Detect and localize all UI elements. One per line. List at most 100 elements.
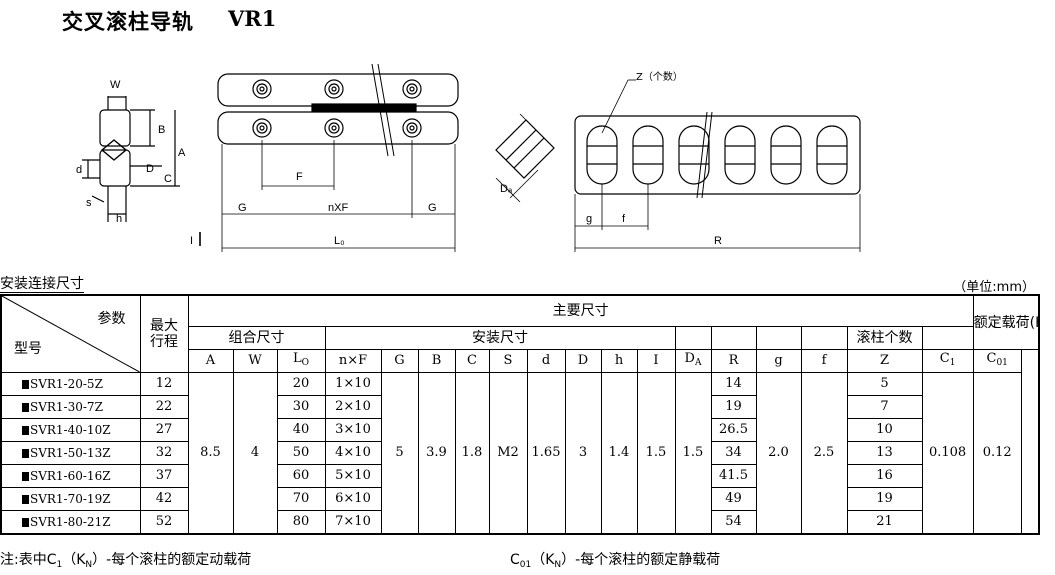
dim-z-label: Z（个数） (636, 70, 683, 83)
technical-drawing: W B A C D d s h F G nXF G L₀ I Dₐ Z（个数） … (76, 63, 861, 252)
row-z: 21 (846, 510, 923, 535)
page-title: 交叉滚柱导轨 (62, 9, 194, 34)
cage-rollers (586, 125, 848, 185)
model-code: VR1 (228, 6, 277, 31)
dim-g-left-label: G (238, 202, 247, 214)
section-roller-cross (100, 139, 128, 161)
blank-header-g (755, 326, 802, 350)
row-z: 16 (846, 464, 923, 488)
table-row: SVR1-50-13Z 32 50 4×10 34 13 (0, 441, 1039, 465)
row-z: 13 (846, 441, 923, 465)
shared-f-cage: 2.5 (800, 372, 848, 535)
section-lower-block (99, 149, 131, 187)
row-model: SVR1-40-10Z (0, 418, 141, 442)
note-dynamic-load: 注:表中C1（KN）-每个滚柱的额定动载荷 (0, 552, 252, 570)
row-nf: 4×10 (324, 441, 382, 465)
col-nf: n×F (324, 349, 382, 373)
note-static-load: C01（KN）-每个滚柱的额定静载荷 (510, 552, 721, 570)
dim-c-label: C (164, 173, 172, 185)
dim-f-label: F (296, 171, 303, 183)
col-c1: C1 (921, 349, 974, 373)
row-l0: 20 (276, 372, 326, 396)
row-stroke: 42 (139, 487, 189, 511)
col-s: S (488, 349, 528, 373)
section-upper-block (99, 109, 131, 147)
shared-c: 1.8 (454, 372, 490, 535)
shared-h: 1.4 (600, 372, 638, 535)
row-z: 19 (846, 487, 923, 511)
row-l0: 50 (276, 441, 326, 465)
dim-da-label: Dₐ (500, 183, 513, 195)
shared-b: 3.9 (417, 372, 456, 535)
main-dims-header: 主要尺寸 (187, 294, 974, 327)
roller-cage-plate (574, 115, 861, 195)
corner-param-label: 参数 (97, 311, 126, 327)
col-l0: LO (276, 349, 326, 373)
col-z: Z (846, 349, 923, 373)
front-rail-top (217, 73, 459, 107)
table-row: SVR1-80-21Z 52 80 7×10 54 21 (0, 510, 1039, 535)
col-g: G (380, 349, 419, 373)
col-da: DA (674, 349, 712, 373)
table-row: SVR1-40-10Z 27 40 3×10 26.5 10 (0, 418, 1039, 442)
row-l0: 70 (276, 487, 326, 511)
col-d: D (564, 349, 602, 373)
row-z: 7 (846, 395, 923, 419)
blank-header-f (800, 326, 848, 350)
roller-count-header: 滚柱个数 (846, 326, 923, 350)
row-stroke: 12 (139, 372, 189, 396)
row-r: 19 (710, 395, 757, 419)
row-model: SVR1-30-7Z (0, 395, 141, 419)
shared-a: 8.5 (187, 372, 234, 535)
shared-i: 1.5 (636, 372, 676, 535)
row-nf: 5×10 (324, 464, 382, 488)
shared-d-small: 1.65 (526, 372, 566, 535)
dim-g-cage-label: g (586, 213, 592, 225)
dim-a-label: A (178, 147, 186, 159)
row-r: 34 (710, 441, 757, 465)
row-nf: 6×10 (324, 487, 382, 511)
row-l0: 40 (276, 418, 326, 442)
row-stroke: 22 (139, 395, 189, 419)
dim-nxf-label: nXF (328, 202, 348, 214)
dim-f-cage-label: f (622, 213, 626, 225)
row-model: SVR1-80-21Z (0, 510, 141, 535)
row-stroke: 27 (139, 418, 189, 442)
combo-dims-header: 组合尺寸 (187, 326, 326, 350)
col-c: C (454, 349, 490, 373)
col-w: W (232, 349, 278, 373)
row-nf: 2×10 (324, 395, 382, 419)
stroke-header: 最大行程 (139, 294, 189, 373)
install-dims-header: 安装尺寸 (324, 326, 676, 350)
table-row: SVR1-30-7Z 22 30 2×10 19 7 (0, 395, 1039, 419)
shared-c1: 0.108 (921, 372, 974, 535)
col-d-small: d (526, 349, 566, 373)
row-nf: 7×10 (324, 510, 382, 535)
dim-d-small-label: d (76, 164, 82, 176)
rated-load-header: 额定载荷(Kn) (972, 294, 1040, 350)
col-f-cage: f (800, 349, 848, 373)
dim-g-right-label: G (428, 202, 437, 214)
corner-header: 型号 参数 (0, 294, 141, 373)
dim-d-big-label: D (146, 163, 154, 175)
unit-label: （单位:mm） (953, 280, 1035, 295)
row-model: SVR1-20-5Z (0, 372, 141, 396)
dim-w-label: W (110, 79, 121, 91)
spec-table: 型号 参数 最大行程 主要尺寸 额定载荷(Kn) 组合尺寸 安装尺寸 滚柱个数 … (0, 294, 1040, 535)
dim-h-label: h (116, 213, 122, 225)
table-row: SVR1-20-5Z 12 8.5 4 20 1×10 5 3.9 1.8 M2… (0, 372, 1039, 535)
row-model: SVR1-70-19Z (0, 487, 141, 511)
row-z: 5 (846, 372, 923, 396)
row-l0: 60 (276, 464, 326, 488)
row-r: 14 (710, 372, 757, 396)
col-a: A (187, 349, 234, 373)
table-row: SVR1-70-19Z 42 70 6×10 49 19 (0, 487, 1039, 511)
row-l0: 80 (276, 510, 326, 535)
row-stroke: 37 (139, 464, 189, 488)
front-rail-bottom (217, 111, 459, 145)
row-r: 54 (710, 510, 757, 535)
dim-s-label: s (86, 197, 92, 209)
row-stroke: 32 (139, 441, 189, 465)
row-model: SVR1-50-13Z (0, 441, 141, 465)
col-b: B (417, 349, 456, 373)
